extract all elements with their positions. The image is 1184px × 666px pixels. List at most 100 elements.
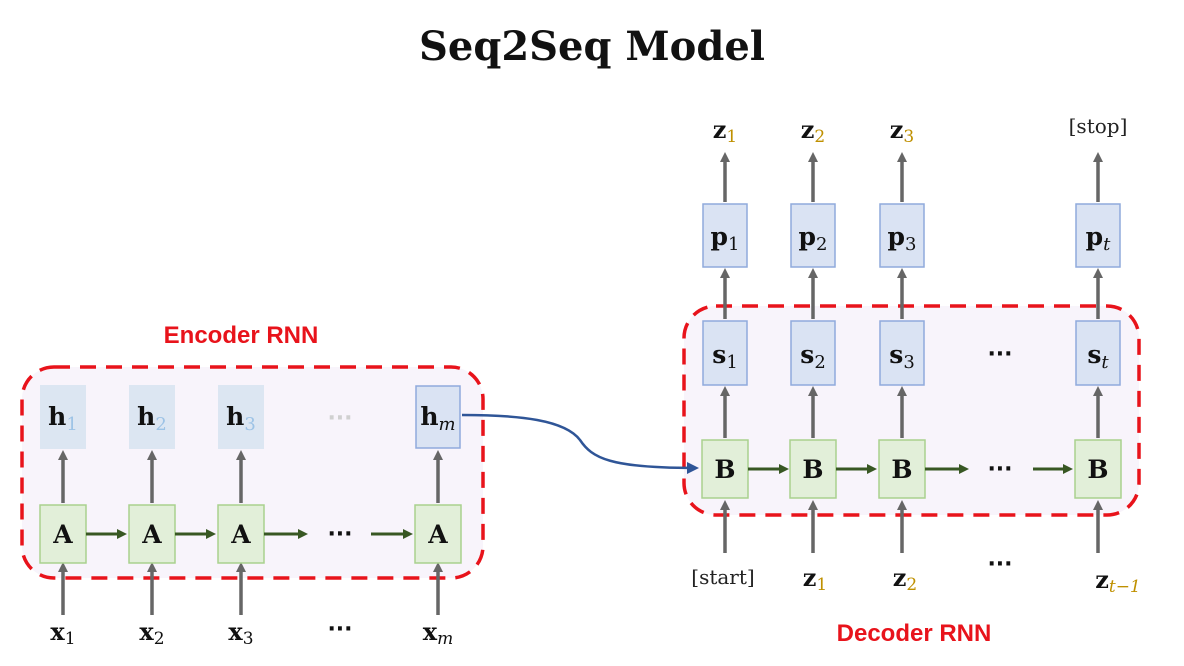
decoder-prob-box bbox=[702, 203, 748, 268]
encoder-hidden-box bbox=[415, 385, 461, 449]
decoder-state-s-base: s bbox=[889, 340, 903, 369]
decoder-state-box bbox=[790, 320, 836, 386]
encoder-input-x-base: x bbox=[139, 617, 154, 646]
encoder-hidden-h-base: h bbox=[420, 402, 438, 431]
decoder-prob-p-sub: t bbox=[1103, 234, 1111, 255]
decoder-prob-box bbox=[879, 203, 925, 268]
decoder-state-s-base: s bbox=[800, 340, 814, 369]
decoder-cell-label: B bbox=[802, 455, 823, 484]
diagram-title: Seq2Seq Model bbox=[419, 23, 765, 70]
decoder-state-s-base: s bbox=[1087, 340, 1101, 369]
decoder-prob-p-sub: 1 bbox=[728, 234, 739, 255]
encoder-hidden-h-sub: m bbox=[439, 414, 456, 435]
decoder-output-z: z2 bbox=[801, 115, 825, 147]
encoder-cell-label: A bbox=[230, 520, 251, 549]
decoder-state-s: st bbox=[1087, 340, 1109, 373]
decoder-ellipsis-cells: ··· bbox=[987, 457, 1012, 482]
encoder-hidden-h-base: h bbox=[137, 402, 155, 431]
encoder-cell-a bbox=[414, 504, 462, 564]
decoder-start-token: [start] bbox=[691, 565, 754, 589]
decoder-state-box bbox=[1075, 320, 1121, 386]
encoder-label: Encoder RNN bbox=[164, 322, 319, 349]
decoder-prob-p: p1 bbox=[711, 222, 740, 255]
decoder-cell-b bbox=[1074, 439, 1122, 499]
encoder-ellipsis-inputs: ··· bbox=[327, 617, 352, 642]
decoder-prob-p-sub: 3 bbox=[905, 234, 916, 255]
decoder-state-box bbox=[702, 320, 748, 386]
encoder-input-x-sub: 1 bbox=[65, 629, 76, 649]
encoder-hidden-h-sub: 2 bbox=[155, 414, 166, 435]
encoder-cell-label: A bbox=[141, 520, 162, 549]
decoder-prob-p-base: p bbox=[711, 222, 728, 251]
decoder-prob-p: p3 bbox=[888, 222, 917, 255]
decoder-ellipsis-inputs: ··· bbox=[987, 552, 1012, 577]
decoder-label: Decoder RNN bbox=[837, 620, 992, 647]
decoder-output-z: z3 bbox=[890, 115, 914, 147]
decoder-cell-b bbox=[701, 439, 749, 499]
encoder-input-x-sub: 2 bbox=[154, 629, 165, 649]
decoder-input-z: z1 bbox=[803, 563, 827, 595]
decoder-cell-label: B bbox=[714, 455, 735, 484]
decoder-prob-p: pt bbox=[1086, 222, 1111, 255]
decoder-state-s-base: s bbox=[712, 340, 726, 369]
decoder-cell-label: B bbox=[891, 455, 912, 484]
decoder-prob-p-sub: 2 bbox=[816, 234, 827, 255]
decoder-input-z-sub: t−1 bbox=[1109, 577, 1141, 597]
encoder-cell-label: A bbox=[52, 520, 73, 549]
decoder-state-s-sub: 3 bbox=[903, 352, 914, 373]
encoder-cell-label: A bbox=[427, 520, 448, 549]
decoder-cell-label: B bbox=[1087, 455, 1108, 484]
decoder-input-z: zt−1 bbox=[1095, 565, 1141, 597]
encoder-hidden-h: hm bbox=[420, 402, 455, 435]
decoder-prob-p-base: p bbox=[1086, 222, 1103, 251]
decoder-stop-token: [stop] bbox=[1069, 114, 1128, 138]
encoder-hidden-box-faded bbox=[40, 385, 86, 449]
decoder-state-s-sub: t bbox=[1101, 352, 1109, 373]
encoder-hidden-h-sub: 1 bbox=[66, 414, 77, 435]
decoder-output-z-sub: 1 bbox=[726, 127, 737, 147]
encoder-input-x-base: x bbox=[228, 617, 243, 646]
encoder-hidden-h: h2 bbox=[137, 402, 167, 435]
decoder-output-z-sub: 2 bbox=[814, 127, 825, 147]
decoder-output-z-base: z bbox=[713, 115, 727, 144]
decoder-state-s-sub: 1 bbox=[726, 352, 737, 373]
decoder-input-z-base: z bbox=[803, 563, 817, 592]
decoder-output-z: z1 bbox=[713, 115, 737, 147]
decoder-layer: Bs1p1z1Bs2p2z2Bs3p3z3Bstpt[stop][start]z… bbox=[691, 114, 1140, 597]
decoder-output-z-base: z bbox=[801, 115, 815, 144]
encoder-hidden-h-base: h bbox=[226, 402, 244, 431]
encoder-cell-a bbox=[217, 504, 265, 564]
encoder-input-x-sub: m bbox=[437, 629, 453, 649]
decoder-input-z-sub: 2 bbox=[906, 575, 917, 595]
encoder-input-x: x3 bbox=[228, 617, 253, 649]
encoder-input-x: x2 bbox=[139, 617, 164, 649]
encoder-input-x-sub: 3 bbox=[243, 629, 254, 649]
decoder-output-z-base: z bbox=[890, 115, 904, 144]
encoder-input-x: xm bbox=[423, 617, 453, 649]
decoder-input-z-sub: 1 bbox=[816, 575, 827, 595]
decoder-prob-p-base: p bbox=[888, 222, 905, 251]
decoder-state-s: s1 bbox=[712, 340, 738, 373]
decoder-prob-p-base: p bbox=[799, 222, 816, 251]
decoder-prob-p: p2 bbox=[799, 222, 828, 255]
decoder-state-s: s3 bbox=[889, 340, 915, 373]
decoder-state-box bbox=[879, 320, 925, 386]
encoder-hidden-box-faded bbox=[218, 385, 264, 449]
decoder-state-s-sub: 2 bbox=[814, 352, 825, 373]
encoder-ellipsis-hidden: ··· bbox=[327, 406, 352, 431]
context-connector-arrow bbox=[461, 413, 699, 474]
decoder-cell-b bbox=[789, 439, 837, 499]
encoder-hidden-h-sub: 3 bbox=[244, 414, 255, 435]
encoder-hidden-h: h3 bbox=[226, 402, 256, 435]
encoder-input-x-base: x bbox=[423, 617, 438, 646]
encoder-hidden-h-base: h bbox=[48, 402, 66, 431]
decoder-input-z-base: z bbox=[1095, 565, 1109, 594]
decoder-prob-box bbox=[790, 203, 836, 268]
decoder-output-z-sub: 3 bbox=[903, 127, 914, 147]
encoder-ellipsis-cells: ··· bbox=[327, 522, 352, 547]
encoder-input-x-base: x bbox=[50, 617, 65, 646]
decoder-ellipsis-states: ··· bbox=[987, 342, 1012, 367]
decoder-input-z: z2 bbox=[893, 563, 917, 595]
